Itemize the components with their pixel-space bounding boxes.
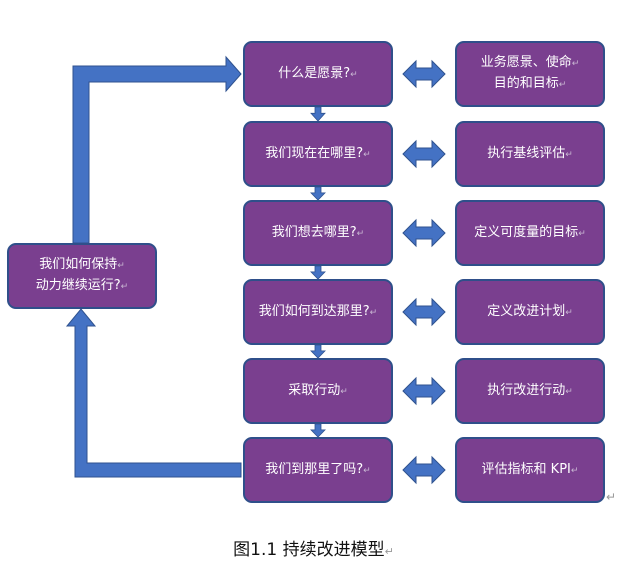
step-label: 什么是愿景?↵: [278, 65, 358, 81]
step-box-vision: 什么是愿景?↵: [243, 41, 393, 107]
step-box-current-state: 我们现在在哪里?↵: [243, 121, 393, 187]
down-arrow-2: [310, 186, 326, 201]
result-box-vision-mission: 业务愿景、使命↵ 目的和目标↵: [455, 41, 605, 107]
result-box-improvement-plan: 定义改进计划↵: [455, 279, 605, 345]
double-arrow-1: [402, 59, 446, 89]
double-arrow-5: [402, 376, 446, 406]
result-line-2: 目的和目标↵: [493, 76, 567, 91]
step-box-how-to-get-there: 我们如何到达那里?↵: [243, 279, 393, 345]
left-box-sustain-momentum: 我们如何保持↵ 动力继续运行?↵: [7, 243, 157, 309]
down-arrow-3: [310, 265, 326, 280]
result-label: 定义可度量的目标↵: [474, 224, 586, 240]
loop-arrow-to-left-box: [65, 308, 242, 478]
result-label: 评估指标和 KPI↵: [481, 461, 579, 477]
step-label: 我们现在在哪里?↵: [265, 145, 371, 161]
result-box-measurable-goals: 定义可度量的目标↵: [455, 200, 605, 266]
left-box-line-2: 动力继续运行?↵: [35, 278, 129, 293]
step-label: 采取行动↵: [288, 382, 348, 398]
result-box-execute-improvements: 执行改进行动↵: [455, 358, 605, 424]
left-box-line-1: 我们如何保持↵: [39, 257, 125, 272]
step-label: 我们到那里了吗?↵: [265, 461, 371, 477]
result-box-evaluate-kpi: 评估指标和 KPI↵: [455, 437, 605, 503]
step-box-target-state: 我们想去哪里?↵: [243, 200, 393, 266]
double-arrow-4: [402, 297, 446, 327]
down-arrow-4: [310, 344, 326, 359]
step-label: 我们想去哪里?↵: [271, 224, 365, 240]
step-label: 我们如何到达那里?↵: [258, 303, 378, 319]
result-line-1: 业务愿景、使命↵: [480, 55, 580, 70]
figure-caption: 图1.1 持续改进模型↵: [233, 540, 394, 560]
double-arrow-2: [402, 139, 446, 169]
loop-arrow-to-vision: [72, 55, 242, 244]
result-label: 执行基线评估↵: [487, 145, 573, 161]
result-label: 执行改进行动↵: [487, 382, 573, 398]
double-arrow-3: [402, 218, 446, 248]
result-box-baseline-assessment: 执行基线评估↵: [455, 121, 605, 187]
step-box-did-we-get-there: 我们到那里了吗?↵: [243, 437, 393, 503]
result-label: 定义改进计划↵: [487, 303, 573, 319]
down-arrow-5: [310, 423, 326, 438]
paragraph-mark: ↵: [606, 490, 617, 504]
down-arrow-1: [310, 106, 326, 122]
double-arrow-6: [402, 455, 446, 485]
step-box-take-action: 采取行动↵: [243, 358, 393, 424]
